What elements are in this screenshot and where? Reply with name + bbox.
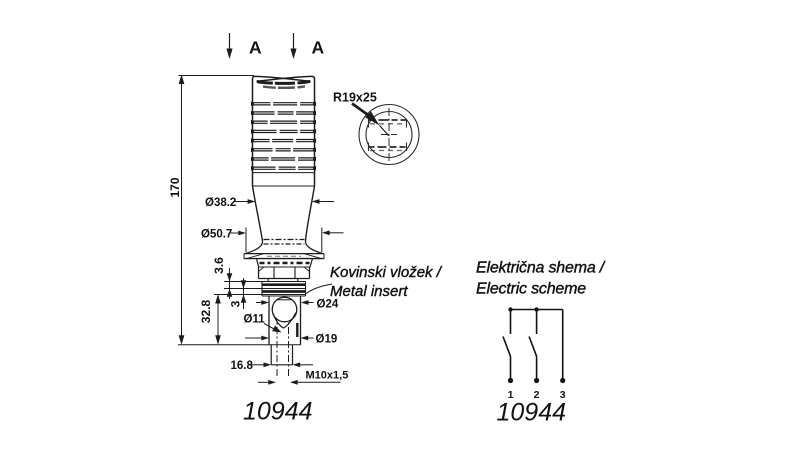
svg-text:16.8: 16.8 xyxy=(231,360,254,372)
svg-text:3: 3 xyxy=(229,300,243,307)
svg-text:Kovinski vložek /: Kovinski vložek / xyxy=(330,264,443,281)
svg-text:3: 3 xyxy=(560,389,566,401)
svg-text:A: A xyxy=(312,38,325,58)
svg-text:R19x25: R19x25 xyxy=(333,91,377,105)
svg-text:Ø24: Ø24 xyxy=(317,299,339,311)
svg-text:Ø50.7: Ø50.7 xyxy=(201,229,232,241)
svg-text:Električna shema /: Električna shema / xyxy=(476,260,606,277)
svg-text:Metal insert: Metal insert xyxy=(330,283,408,300)
svg-text:Electric scheme: Electric scheme xyxy=(476,281,586,298)
svg-text:170: 170 xyxy=(168,177,182,197)
svg-text:10944: 10944 xyxy=(497,399,567,427)
svg-text:1: 1 xyxy=(508,389,514,401)
svg-text:2: 2 xyxy=(534,389,540,401)
svg-text:M10x1,5: M10x1,5 xyxy=(306,370,349,382)
svg-text:Ø38.2: Ø38.2 xyxy=(205,197,236,209)
svg-text:10944: 10944 xyxy=(243,398,313,426)
svg-text:32.8: 32.8 xyxy=(199,299,213,323)
svg-text:A: A xyxy=(249,38,262,58)
svg-text:Ø11: Ø11 xyxy=(244,314,266,326)
svg-text:3.6: 3.6 xyxy=(212,257,226,274)
svg-text:Ø19: Ø19 xyxy=(316,334,338,346)
